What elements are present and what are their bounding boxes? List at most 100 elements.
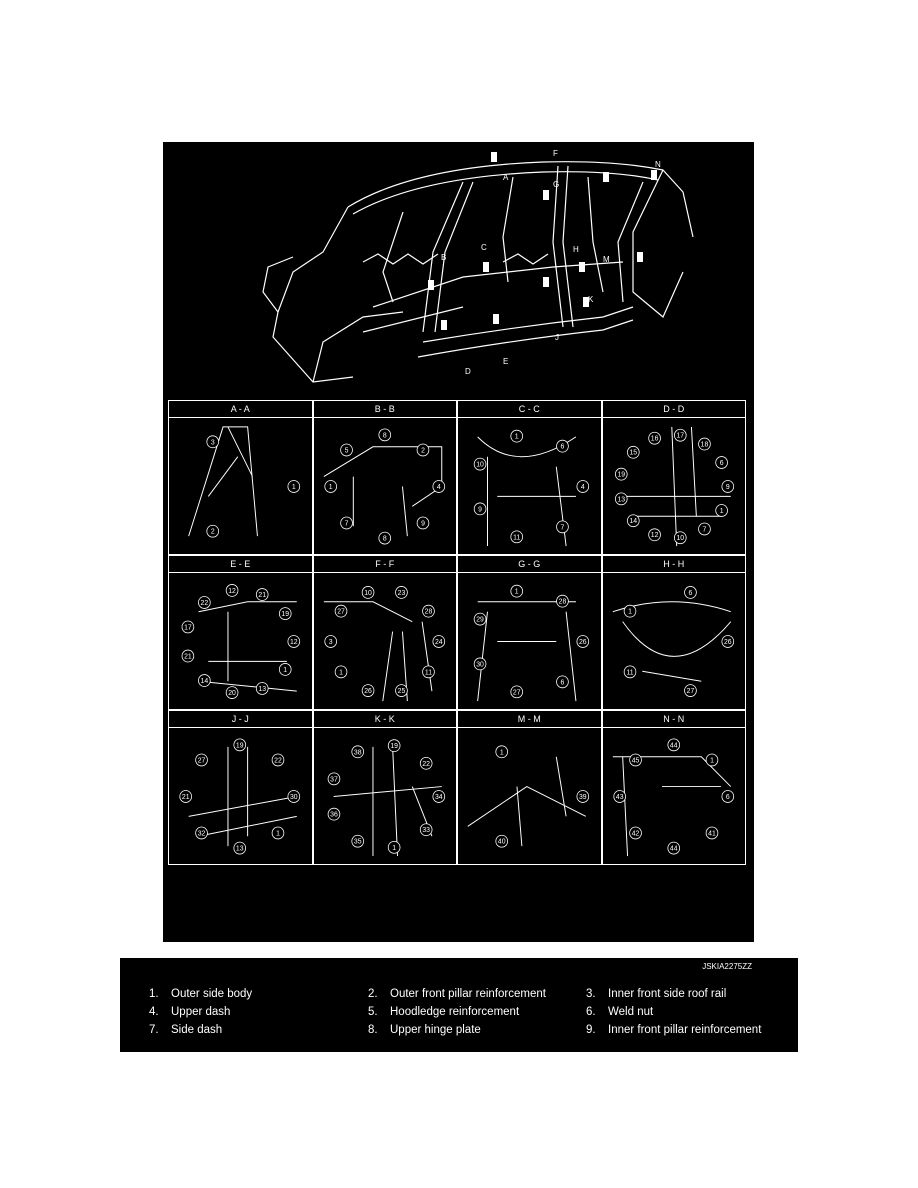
legend-label: Upper hinge plate (390, 1024, 481, 1036)
section-marker-d: D (465, 367, 471, 376)
svg-text:29: 29 (476, 617, 484, 624)
legend-number: 4. (149, 1006, 159, 1018)
section-view-drawing: 123 (188, 426, 301, 538)
callout-3: 3 (206, 435, 220, 449)
callout-12: 12 (287, 635, 301, 648)
svg-text:7: 7 (344, 520, 348, 527)
svg-text:13: 13 (617, 496, 625, 503)
callout-22: 22 (198, 596, 211, 609)
callout-38: 38 (350, 745, 364, 759)
legend-number: 7. (149, 1024, 159, 1036)
callout-12: 12 (225, 584, 239, 597)
callout-9: 9 (473, 502, 487, 516)
svg-text:33: 33 (422, 827, 430, 834)
svg-text:6: 6 (725, 794, 729, 801)
callout-18: 18 (697, 437, 711, 451)
svg-text:10: 10 (676, 535, 684, 542)
svg-text:14: 14 (629, 518, 637, 525)
callout-1: 1 (510, 429, 524, 443)
section-marker-m: M (603, 255, 610, 264)
legend-item-9: 9.Inner front pillar reinforcement (586, 1024, 761, 1036)
callout-3: 3 (323, 635, 337, 648)
callout-12: 12 (647, 528, 661, 542)
callout-45: 45 (628, 753, 642, 767)
callout-11: 11 (421, 665, 435, 679)
svg-text:4: 4 (581, 484, 585, 491)
callout-8: 8 (377, 428, 391, 442)
legend-label: Hoodledge reinforcement (390, 1006, 520, 1018)
section-marker-h: H (573, 245, 579, 254)
callout-34: 34 (432, 790, 445, 803)
legend-number: 6. (586, 1006, 596, 1018)
svg-text:6: 6 (688, 590, 692, 597)
svg-text:38: 38 (353, 749, 361, 756)
svg-text:34: 34 (434, 794, 442, 801)
svg-text:11: 11 (424, 669, 431, 676)
svg-text:6: 6 (719, 460, 723, 467)
callout-5: 5 (339, 443, 353, 457)
callout-21: 21 (181, 649, 195, 663)
section-view-title: H - H (602, 556, 745, 573)
svg-text:44: 44 (669, 846, 677, 853)
svg-text:1: 1 (339, 669, 343, 676)
legend-label: Weld nut (608, 1006, 654, 1018)
svg-text:3: 3 (211, 439, 215, 446)
legend-item-5: 5. Hoodledge reinforcement (368, 1006, 519, 1018)
legend-item-1: 1.Outer side body (149, 988, 252, 1000)
callout-10: 10 (361, 586, 374, 599)
section-view-title: D - D (602, 401, 745, 418)
callout-17: 17 (673, 428, 687, 442)
svg-text:1: 1 (719, 508, 723, 515)
svg-text:43: 43 (615, 794, 623, 801)
callout-1: 1 (714, 504, 728, 517)
callout-19: 19 (233, 738, 247, 752)
legend-item-4: 4.Upper dash (149, 1006, 230, 1018)
callout-9: 9 (416, 516, 429, 530)
svg-text:3: 3 (328, 639, 332, 646)
svg-text:27: 27 (686, 688, 694, 695)
callout-19: 19 (387, 739, 400, 753)
section-view-drawing: 39 40 1 (467, 745, 590, 848)
section-view-title: J - J (169, 711, 312, 728)
callout-27: 27 (683, 684, 697, 697)
svg-text:30: 30 (476, 661, 484, 668)
svg-text:1: 1 (515, 434, 519, 441)
callout-39: 39 (576, 790, 590, 803)
svg-text:22: 22 (274, 757, 282, 764)
section-marker-c: C (481, 243, 487, 252)
callout-6: 6 (556, 675, 569, 689)
callout-26: 26 (361, 684, 374, 697)
callout-22: 22 (271, 753, 285, 767)
svg-text:1: 1 (292, 484, 296, 491)
svg-text:12: 12 (650, 532, 658, 539)
callout-44: 44 (666, 841, 680, 855)
section-view-title: C - C (458, 401, 601, 418)
callout-23: 23 (394, 586, 408, 599)
callout-10: 10 (673, 531, 687, 545)
legend-label: Outer front pillar reinforcement (390, 988, 546, 1000)
svg-text:16: 16 (650, 436, 658, 443)
svg-text:6: 6 (561, 444, 565, 451)
svg-text:28: 28 (559, 599, 567, 606)
svg-text:20: 20 (228, 690, 236, 697)
callout-1: 1 (495, 745, 509, 759)
section-view-title: B - B (313, 401, 456, 418)
callout-25: 25 (394, 684, 408, 697)
svg-text:26: 26 (579, 639, 587, 646)
legend-number: 5. (368, 1006, 378, 1018)
svg-text:18: 18 (700, 441, 708, 448)
callout-40: 40 (495, 834, 509, 848)
